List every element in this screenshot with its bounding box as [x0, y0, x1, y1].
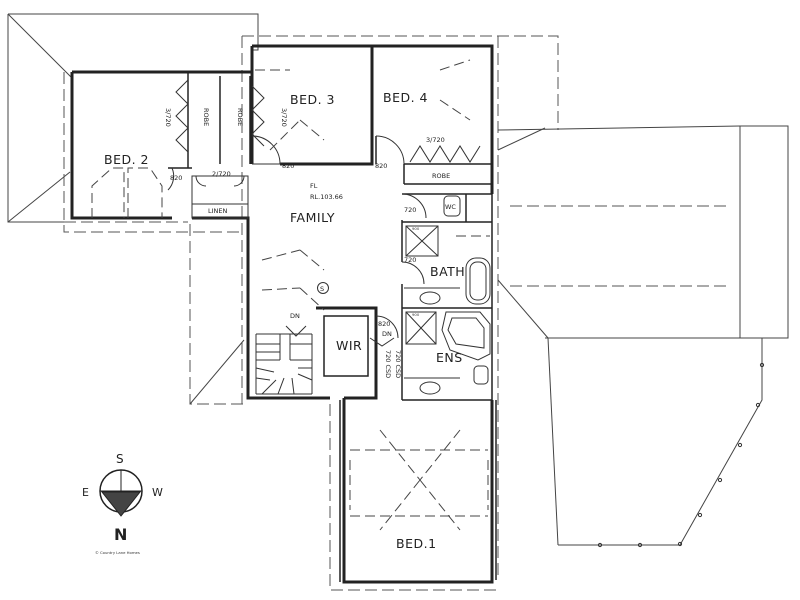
reduced-level: RL.103.66	[310, 193, 343, 201]
shower-size-bath: 900	[412, 226, 420, 231]
compass-south: S	[116, 452, 124, 466]
door-width-bed2: 820	[170, 174, 182, 182]
stair-down-label-2: DN	[382, 330, 392, 338]
wc-label: WC	[445, 203, 456, 211]
robe-door-width-bed2: 3/720	[164, 108, 172, 127]
compass-east: E	[82, 486, 89, 499]
roof-outline	[7, 13, 789, 591]
room-bath: BATH	[430, 264, 465, 279]
robe-label-bed2-b: ROBE	[236, 108, 244, 126]
room-bed-3: BED. 3	[290, 92, 335, 107]
shower-size-ensuite: 900	[412, 312, 420, 317]
door-width-ensuite: 820	[378, 320, 390, 328]
robe-door-width-bed3: 3/720	[280, 108, 288, 127]
smoke-detector-label: S	[320, 285, 324, 293]
stair-down-label: DN	[290, 312, 300, 320]
copyright-note: © Country Lane Homes	[95, 550, 140, 555]
room-wir: WIR	[336, 338, 362, 353]
sliding-door-wir: 720 CSD	[384, 350, 392, 378]
room-ens: ENS	[436, 350, 463, 365]
linen-door-width: 2/720	[212, 170, 231, 178]
compass-north: N	[114, 525, 128, 544]
robe-door-width-bed4: 3/720	[426, 136, 445, 144]
room-family: FAMILY	[290, 210, 335, 225]
walls	[70, 44, 497, 584]
fixtures	[91, 59, 491, 531]
linen-label: LINEN	[208, 207, 228, 215]
robe-label-bed2-a: ROBE	[202, 108, 210, 126]
door-width-bath: 720	[404, 256, 416, 264]
room-bed-1: BED.1	[396, 536, 437, 551]
room-labels: BED. 3 BED. 4 BED. 2 FAMILY BATH WIR ENS…	[104, 90, 465, 551]
compass-west: W	[152, 486, 163, 499]
annotations: FL RL.103.66 ROBE LINEN 820 820 820 720 …	[164, 108, 456, 378]
sliding-door-ensuite: 720 CSD	[394, 350, 402, 378]
door-width-bed4: 820	[375, 162, 387, 170]
compass: S E W N © Country Lane Homes	[82, 452, 163, 555]
room-bed-4: BED. 4	[383, 90, 428, 105]
room-bed-2: BED. 2	[104, 152, 149, 167]
floor-level-label: FL	[310, 182, 318, 190]
robe-label-bed4: ROBE	[432, 172, 450, 180]
door-width-wc: 720	[404, 206, 416, 214]
door-width-bed3: 820	[282, 162, 294, 170]
north-arrow-icon	[100, 491, 142, 517]
